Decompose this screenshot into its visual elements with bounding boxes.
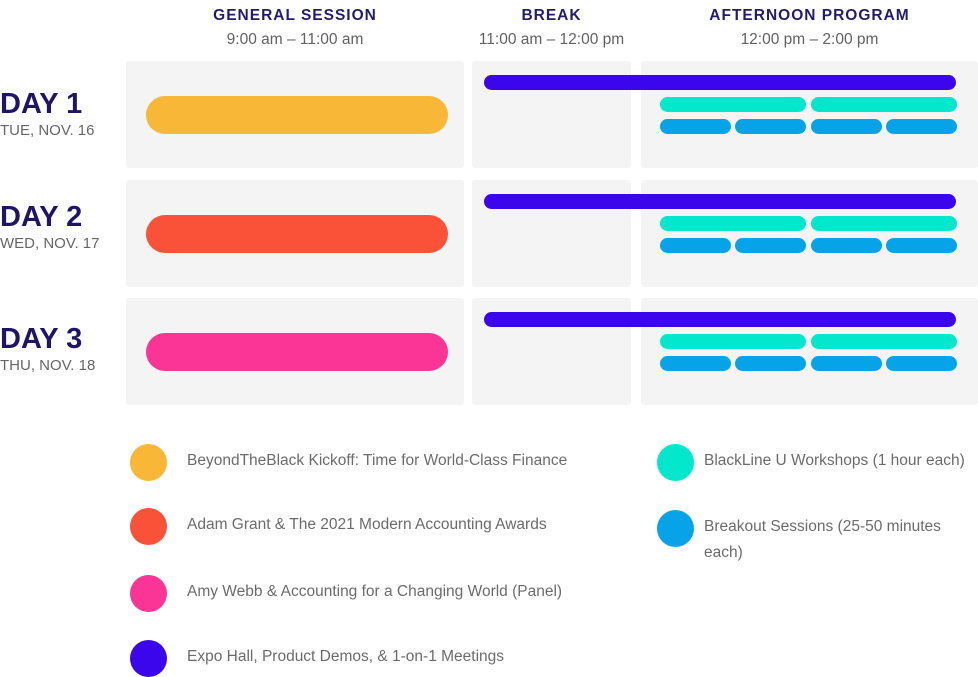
- legend-label: Breakout Sessions (25-50 minutes each): [704, 518, 941, 561]
- workshop-bar: [660, 334, 806, 349]
- breakout-bar: [886, 119, 957, 134]
- expo-bar: [484, 75, 956, 90]
- workshop-bar: [811, 216, 957, 231]
- legend-swatch: [130, 575, 167, 612]
- day-date: WED, NOV. 17: [0, 235, 100, 252]
- day-name: DAY 1: [0, 88, 83, 120]
- legend-item-workshops: BlackLine U Workshops (1 hour each): [657, 444, 978, 481]
- legend-swatch: [657, 510, 694, 547]
- day-name: DAY 3: [0, 323, 83, 355]
- general-session-bar: [146, 215, 448, 253]
- legend-swatch: [130, 508, 167, 545]
- workshop-bar: [811, 97, 957, 112]
- column-header-break: BREAK 11:00 am – 12:00 pm: [472, 7, 631, 49]
- general-session-bar: [146, 333, 448, 371]
- breakout-bar: [660, 356, 731, 371]
- workshop-bar: [811, 334, 957, 349]
- day-date: THU, NOV. 18: [0, 357, 96, 374]
- legend-item-expo: Expo Hall, Product Demos, & 1-on-1 Meeti…: [130, 640, 590, 677]
- day-date: TUE, NOV. 16: [0, 122, 95, 139]
- legend-label: BlackLine U Workshops (1 hour each): [704, 452, 965, 469]
- workshop-bar: [660, 97, 806, 112]
- column-title: BREAK: [521, 7, 582, 24]
- legend-swatch: [130, 444, 167, 481]
- expo-bar: [484, 194, 956, 209]
- column-header-general-session: GENERAL SESSION 9:00 am – 11:00 am: [126, 7, 464, 49]
- legend-label: Amy Webb & Accounting for a Changing Wor…: [187, 583, 563, 600]
- breakout-bar: [811, 356, 882, 371]
- breakout-bar: [886, 356, 957, 371]
- day-label-2: DAY 2 WED, NOV. 17: [0, 201, 99, 253]
- day-label-1: DAY 1 TUE, NOV. 16: [0, 88, 94, 140]
- column-time: 9:00 am – 11:00 am: [226, 31, 364, 48]
- column-time: 11:00 am – 12:00 pm: [478, 31, 625, 48]
- breakout-bar: [735, 238, 806, 253]
- legend-item-breakouts: Breakout Sessions (25-50 minutes each): [657, 510, 967, 566]
- legend-item-panel: Amy Webb & Accounting for a Changing Wor…: [130, 575, 600, 612]
- breakout-bar: [735, 356, 806, 371]
- legend-label: Expo Hall, Product Demos, & 1-on-1 Meeti…: [187, 648, 505, 665]
- breakout-bar: [811, 119, 882, 134]
- breakout-bar: [660, 119, 731, 134]
- legend-item-awards: Adam Grant & The 2021 Modern Accounting …: [130, 508, 590, 545]
- legend-swatch: [130, 640, 167, 677]
- column-header-afternoon-program: AFTERNOON PROGRAM 12:00 pm – 2:00 pm: [641, 7, 978, 49]
- breakout-bar: [811, 238, 882, 253]
- column-title: AFTERNOON PROGRAM: [709, 7, 910, 24]
- general-session-bar: [146, 96, 448, 134]
- legend-label: Adam Grant & The 2021 Modern Accounting …: [187, 516, 547, 533]
- legend-item-kickoff: BeyondTheBlack Kickoff: Time for World-C…: [130, 444, 570, 481]
- workshop-bar: [660, 216, 806, 231]
- expo-bar: [484, 312, 956, 327]
- breakout-bar: [886, 238, 957, 253]
- day-label-3: DAY 3 THU, NOV. 18: [0, 323, 95, 375]
- legend-label: BeyondTheBlack Kickoff: Time for World-C…: [187, 452, 568, 469]
- column-title: GENERAL SESSION: [213, 7, 377, 24]
- legend-swatch: [657, 444, 694, 481]
- day-name: DAY 2: [0, 201, 83, 233]
- breakout-bar: [735, 119, 806, 134]
- column-time: 12:00 pm – 2:00 pm: [740, 31, 879, 48]
- breakout-bar: [660, 238, 731, 253]
